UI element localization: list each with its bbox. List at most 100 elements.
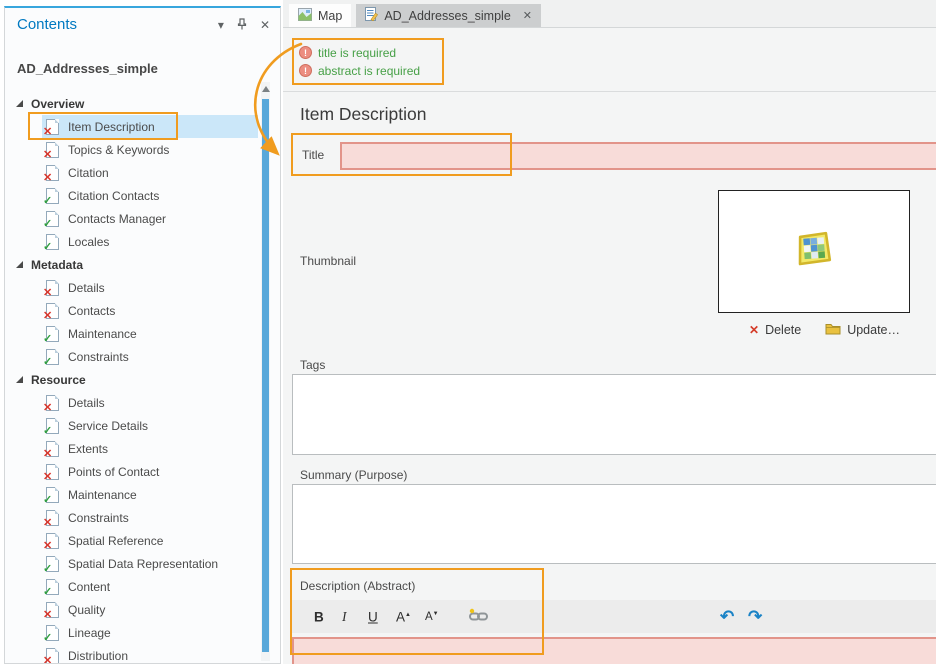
tree-item-spatial-data-representation[interactable]: ✓Spatial Data Representation: [42, 552, 258, 575]
description-input[interactable]: [292, 637, 936, 664]
status-icon-error: ✕: [43, 532, 59, 551]
page-title: Item Description: [300, 104, 427, 124]
tree-item-label: Spatial Reference: [68, 533, 164, 548]
tree-section-metadata[interactable]: Metadata: [5, 253, 258, 276]
tree-item-label: Contacts: [68, 303, 116, 318]
tree-item-label: Maintenance: [68, 487, 137, 502]
tree-item-label: Lineage: [68, 625, 111, 640]
undo-icon[interactable]: ↶: [720, 606, 735, 626]
status-icon-error: ✕: [43, 302, 59, 321]
status-icon-error: ✕: [43, 394, 59, 413]
tree-item-topics-keywords[interactable]: ✕Topics & Keywords: [42, 138, 258, 161]
tree-item-item-description[interactable]: ✕Item Description: [28, 112, 258, 140]
underline-button[interactable]: U: [368, 609, 378, 624]
tree-item-details[interactable]: ✕Details: [42, 276, 258, 299]
metadata-item-name: AD_Addresses_simple: [17, 61, 158, 76]
tree-item-distribution[interactable]: ✕Distribution: [42, 644, 258, 663]
tree-item-label: Extents: [68, 441, 109, 456]
tree-section-resource[interactable]: Resource: [5, 368, 258, 391]
expander-icon[interactable]: [16, 100, 23, 107]
tree-item-citation-contacts[interactable]: ✓ Citation Contacts: [42, 184, 258, 207]
tree-item-lineage[interactable]: ✓Lineage: [42, 621, 258, 644]
tab-label: Map: [318, 8, 343, 23]
status-icon-error: ✕: [43, 141, 59, 160]
status-icon-error: ✕: [43, 279, 59, 298]
tree-item-label: Citation Contacts: [68, 188, 160, 203]
validation-message: !abstract is required: [299, 64, 442, 78]
description-label: Description (Abstract): [300, 579, 416, 593]
italic-button[interactable]: I: [342, 608, 347, 624]
tree-item-label: Locales: [68, 234, 110, 249]
panel-menu-dropdown-icon[interactable]: ▾: [217, 18, 224, 32]
tab-close-icon[interactable]: ✕: [522, 10, 532, 22]
tree-item-maintenance[interactable]: ✓Maintenance: [42, 322, 258, 345]
view-tab-bar: Map AD_Addresses_simple ✕: [283, 0, 936, 28]
tree-item-contacts[interactable]: ✕ Contacts: [42, 299, 258, 322]
delete-thumbnail-button[interactable]: ✕ Delete: [749, 323, 801, 337]
tree-item-label: Citation: [68, 165, 109, 180]
section-label: Overview: [31, 96, 85, 111]
status-icon-error: ✕: [43, 601, 59, 620]
status-icon-error: ✕: [43, 509, 59, 528]
tree-item-label: Content: [68, 579, 111, 594]
insert-link-icon[interactable]: [468, 608, 489, 625]
section-label: Resource: [31, 372, 86, 387]
pin-icon[interactable]: [237, 18, 247, 32]
delete-x-icon: ✕: [749, 323, 760, 337]
close-icon[interactable]: ✕: [259, 18, 270, 32]
redo-icon[interactable]: ↷: [748, 606, 763, 626]
status-icon-ok: ✓: [43, 417, 59, 436]
status-icon-error: ✕: [43, 463, 59, 482]
tree-item-spatial-reference[interactable]: ✕ Spatial Reference: [42, 529, 258, 552]
expander-icon[interactable]: [16, 376, 23, 383]
summary-input[interactable]: [292, 484, 936, 564]
status-icon-ok: ✓: [43, 187, 59, 206]
decrease-font-button[interactable]: A▼: [425, 610, 439, 623]
map-icon: [298, 7, 312, 24]
status-icon-error: ✕: [43, 164, 59, 183]
scroll-up-icon[interactable]: [261, 86, 270, 92]
section-divider: [283, 91, 936, 92]
delete-label: Delete: [765, 323, 802, 337]
tree-item-label: Points of Contact: [68, 464, 160, 479]
update-thumbnail-button[interactable]: Update…: [825, 322, 900, 338]
tab-label: AD_Addresses_simple: [384, 8, 511, 23]
validation-messages: !title is required!abstract is required: [292, 38, 444, 85]
status-icon-ok: ✓: [43, 210, 59, 229]
bold-button[interactable]: B: [314, 609, 324, 624]
status-icon-ok: ✓: [43, 486, 59, 505]
tree-section-overview[interactable]: Overview: [5, 92, 258, 115]
tree-item-label: Distribution: [68, 648, 129, 663]
validation-message-text: title is required: [318, 45, 397, 60]
contents-tree: Overview✕Item Description✕Topics & Keywo…: [5, 92, 258, 663]
metadata-editor-content: !title is required!abstract is required …: [283, 28, 936, 664]
tree-item-label: Constraints: [68, 510, 129, 525]
scrollbar-thumb[interactable]: [262, 99, 269, 652]
tree-item-contacts-manager[interactable]: ✓Contacts Manager: [42, 207, 258, 230]
title-input[interactable]: [340, 142, 936, 170]
expander-icon[interactable]: [16, 261, 23, 268]
section-label: Metadata: [31, 257, 84, 272]
tree-item-constraints[interactable]: ✓Constraints: [42, 345, 258, 368]
increase-font-button[interactable]: A▲: [396, 609, 411, 624]
tree-item-locales[interactable]: ✓Locales: [42, 230, 258, 253]
tree-item-points-of-contact[interactable]: ✕ Points of Contact: [42, 460, 258, 483]
tree-item-content[interactable]: ✓Content: [42, 575, 258, 598]
tree-item-details[interactable]: ✕Details: [42, 391, 258, 414]
validation-message-text: abstract is required: [318, 63, 421, 78]
contents-scrollbar[interactable]: [261, 82, 270, 661]
tree-item-service-details[interactable]: ✓Service Details: [42, 414, 258, 437]
tree-item-maintenance[interactable]: ✓ Maintenance: [42, 483, 258, 506]
tags-input[interactable]: [292, 374, 936, 455]
thumbnail-label: Thumbnail: [300, 254, 357, 268]
tree-item-constraints[interactable]: ✕ Constraints: [42, 506, 258, 529]
tab-ad-addresses-simple[interactable]: AD_Addresses_simple ✕: [356, 4, 541, 27]
tree-item-citation[interactable]: ✕ Citation: [42, 161, 258, 184]
tab-map[interactable]: Map: [289, 4, 352, 27]
thumbnail-preview: [718, 190, 910, 313]
tags-label: Tags: [300, 358, 326, 372]
tree-item-extents[interactable]: ✕Extents: [42, 437, 258, 460]
tree-item-quality[interactable]: ✕Quality: [42, 598, 258, 621]
